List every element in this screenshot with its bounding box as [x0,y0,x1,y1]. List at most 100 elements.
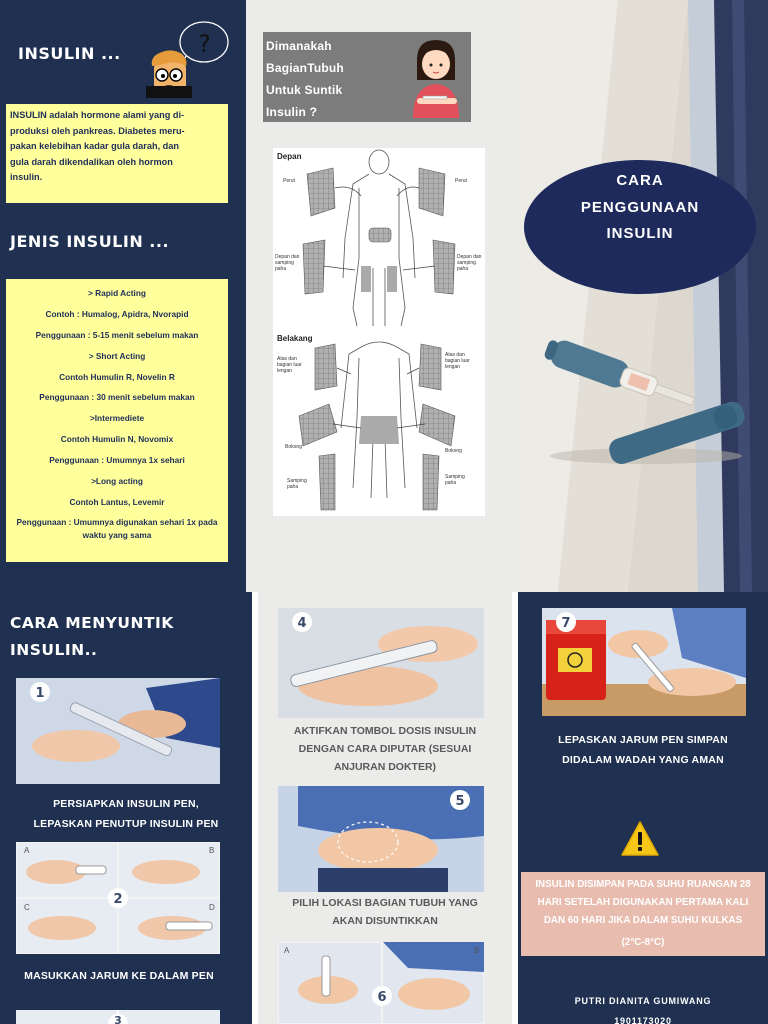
step4-photo: 4 [278,608,484,718]
about-line: produksi oleh pankreas. Diabetes meru- [10,125,185,136]
author-name: PUTRI DIANITA GUMIWANG [574,996,712,1006]
step5-caption: PILIH LOKASI BAGIAN TUBUH YANG AKAN DISU… [258,894,512,930]
title-line: INSULIN.. [10,641,98,659]
body-map-drawing [298,149,456,511]
step7-caption: LEPASKAN JARUM PEN SIMPAN DIDALAM WADAH … [518,730,768,770]
author-id: 1901173020 [614,1016,672,1024]
step4-number: 4 [297,616,306,631]
warning-line: INSULIN DISIMPAN PADA SUHU RUANGAN 28 [535,879,751,890]
cover-title-oval: CARA PENGGUNAAN INSULIN [524,160,756,294]
label-perut-left: Perut [283,178,295,184]
where-question-box: Dimanakah BagianTubuh Untuk Suntik Insul… [263,32,471,122]
about-line: pakan kelebihan kadar gula darah, dan [10,141,180,151]
about-line: INSULIN adalah hormone alami yang di- [10,110,185,120]
step1-caption: PERSIAPKAN INSULIN PEN, LEPASKAN PENUTUP… [0,794,252,834]
question-mark: ? [198,30,211,58]
where-line: BagianTubuh [266,61,344,75]
step3-number: 3 [114,1014,122,1024]
panel-injection-sites: Dimanakah BagianTubuh Untuk Suntik Insul… [246,0,518,592]
step5-photo: 5 [278,786,484,892]
caption-line: DENGAN CARA DIPUTAR (SESUAI [298,743,472,755]
photo-letter-c: C [24,903,30,912]
step2-caption: MASUKKAN JARUM KE DALAM PEN [24,970,214,982]
panel-injection-steps-2: 4 AKTIFKAN TOMBOL DOSIS INSULIN DENGAN C… [258,592,512,1024]
confused-face-illustration: ? [146,21,229,98]
step6-photo: A B 6 [278,942,484,1024]
about-line: insulin. [10,172,43,182]
step1-number: 1 [35,686,44,701]
panel-storage: 7 LEPASKAN JARUM PEN SIMPAN DIDALAM WADA… [518,592,768,1024]
label-paha-left: Depan dan samping paha [275,254,300,272]
girl-injecting-illustration [413,40,459,118]
type-line: Contoh Lantus, Levemir [69,496,165,507]
step6-number: 6 [377,990,386,1005]
label-samping-right: Samping paha [445,474,465,486]
step7-number: 7 [561,616,570,631]
step5-number: 5 [455,794,464,809]
type-line: > Rapid Acting [87,288,146,298]
photo-letter-b: B [474,946,479,955]
step1-photo: 1 [16,678,220,784]
warning-icon [621,821,659,856]
type-line: >Long acting [91,476,143,487]
type-line: Penggunaan : Umumnya digunakan sehari 1x… [16,516,218,540]
insulin-types-box: > Rapid Acting Contoh : Humalog, Apidra,… [6,279,228,562]
label-samping-left: Samping paha [287,478,307,490]
type-line: Contoh Humulin N, Novomix [60,434,174,445]
panel-cover: CARA PENGGUNAAN INSULIN [518,0,768,592]
caption-line: LEPASKAN PENUTUP INSULIN PEN [33,818,219,830]
warning-line: HARI SETELAH DIGUNAKAN PERTAMA KALI [537,897,749,908]
about-line: gula darah dikendalikan oleh hormon [10,156,173,167]
label-perut-right: Perut [455,178,467,184]
caption-line: PERSIAPKAN INSULIN PEN, [53,798,199,810]
step2-number: 2 [113,892,122,907]
caption-line: DIDALAM WADAH YANG AMAN [562,754,724,766]
label-paha-right: Depan dan samping paha [457,254,482,272]
panel-injection-steps-1: CARA MENYUNTIK INSULIN.. 1 PERSIAPKAN IN… [0,592,252,1024]
how-to-inject-title: CARA MENYUNTIK INSULIN.. [10,610,174,664]
type-line: Penggunaan : 30 menit sebelum makan [39,392,195,403]
photo-letter-d: D [209,903,215,912]
type-line: Contoh : Humalog, Apidra, Nvorapid [45,308,189,319]
photo-letter-b: B [209,846,214,855]
type-line: Contoh Humulin R, Novelin R [59,371,175,382]
type-line: Penggunaan : 5-15 menit sebelum makan [35,329,199,340]
caption-line: PILIH LOKASI BAGIAN TUBUH YANG [292,897,478,909]
panel-insulin-info: INSULIN ... ? INSULIN adalah hormone ala… [0,0,246,592]
warning-line: (2°C-8°C) [621,937,665,948]
insulin-definition-box: INSULIN adalah hormone alami yang di- pr… [6,104,228,203]
insulin-title: INSULIN ... [18,44,121,63]
label-bokong-right: Bokong [445,448,462,454]
step2-photo: A B C D 2 [16,842,220,954]
insulin-types-title: JENIS INSULIN ... [10,232,170,251]
type-line: > Short Acting [88,350,146,361]
type-line: >Intermediete [89,413,145,424]
cover-background [518,0,768,592]
warning-line: DAN 60 HARI JIKA DALAM SUHU KULKAS [543,915,743,926]
step4-caption: AKTIFKAN TOMBOL DOSIS INSULIN DENGAN CAR… [258,722,512,776]
front-view-title: Depan [277,152,302,161]
photo-letter-a: A [24,846,30,855]
caption-line: LEPASKAN JARUM PEN SIMPAN [558,734,728,746]
step3-photo: 3 [16,1010,220,1024]
photo-letter-a: A [284,946,290,955]
where-line: Untuk Suntik [266,83,343,97]
type-line: Penggunaan : Umumnya 1x sehari [49,455,185,466]
where-line: Insulin ? [266,105,318,119]
body-injection-map: Depan Belakang [273,148,485,516]
label-lengan-right: Atas dan bagian luar lengan [445,352,470,370]
cover-title-line: PENGGUNAAN [580,198,700,216]
title-line: CARA MENYUNTIK [10,614,174,632]
cover-title-line: INSULIN [606,225,674,242]
label-lengan-left: Atas dan bagian luar lengan [277,356,302,374]
step7-photo: 7 [542,608,746,716]
back-view-title: Belakang [277,334,313,343]
label-bokong-left: Bokong [285,444,302,450]
where-line: Dimanakah [266,39,332,53]
caption-line: ANJURAN DOKTER) [333,761,437,773]
storage-warning-box: INSULIN DISIMPAN PADA SUHU RUANGAN 28 HA… [521,872,765,956]
insulin-pen-image [544,340,745,464]
cover-title-line: CARA [616,172,664,189]
caption-line: AKAN DISUNTIKKAN [332,915,438,927]
caption-line: AKTIFKAN TOMBOL DOSIS INSULIN [293,725,477,737]
